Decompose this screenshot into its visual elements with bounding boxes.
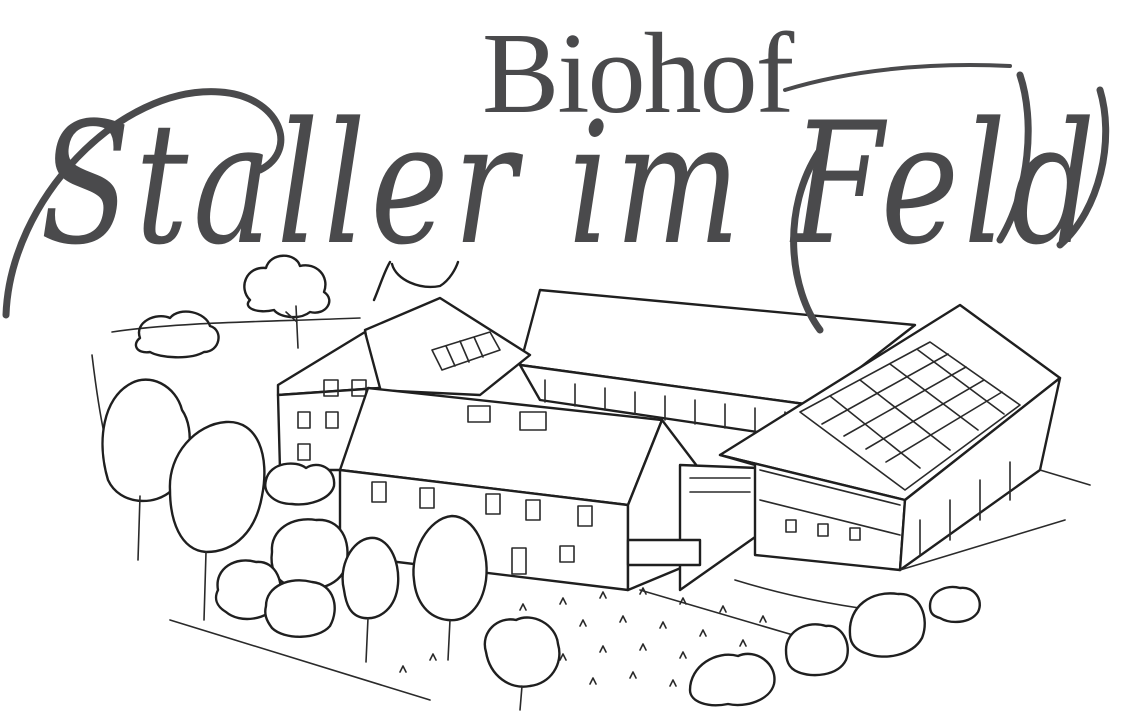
solar-panel-icon	[431, 331, 501, 371]
swash-decoration	[1056, 86, 1110, 249]
house-left	[276, 296, 532, 472]
tree-icon	[101, 378, 191, 561]
swash-decoration	[790, 146, 824, 334]
logo-line-biohof: Biohof	[482, 10, 795, 138]
barn-right	[718, 303, 1091, 572]
farm-illustration	[91, 254, 1091, 711]
tree-icon	[243, 254, 331, 349]
walkway	[626, 463, 760, 592]
solar-panel-icon	[799, 341, 1021, 491]
bush-icon	[264, 462, 336, 506]
tree-icon	[483, 616, 561, 711]
swash-decoration	[783, 63, 1012, 92]
swash-decoration	[996, 71, 1032, 244]
tree-icon	[168, 420, 266, 621]
farmhouse-front	[338, 386, 702, 592]
tree-icon	[412, 514, 488, 661]
bush-icon	[134, 310, 220, 359]
bush-icon	[214, 518, 349, 638]
swash-decoration	[2, 88, 285, 319]
tree-icon	[341, 536, 400, 663]
bush-icon	[688, 585, 981, 707]
logo-lettering: Biohof Staller im Feld	[2, 10, 1110, 334]
tree-icon	[372, 260, 460, 302]
logo-line-staller-im-feld: Staller im Feld	[40, 86, 1100, 282]
